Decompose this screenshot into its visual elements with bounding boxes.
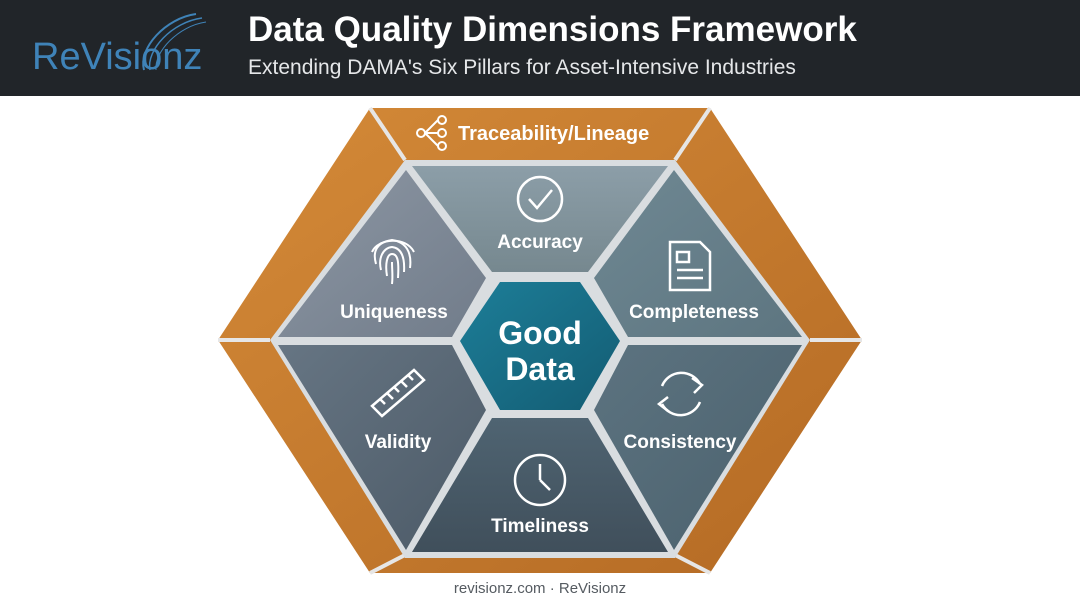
page-title: Data Quality Dimensions Framework [248, 10, 857, 49]
hexagon-diagram: Traceability/Lineage Accuracy Completene… [218, 106, 862, 575]
segment-validity[interactable] [278, 345, 486, 550]
segment-accuracy[interactable] [412, 166, 668, 272]
footer-text: revisionz.com · ReVisionz [453, 580, 627, 597]
check-circle-icon [516, 175, 564, 223]
band-separators [218, 106, 862, 575]
clock-icon [513, 453, 567, 507]
header-bar: ReVisionz Data Quality Dimensions Framew… [0, 0, 1080, 96]
segment-label: Uniqueness [340, 302, 448, 323]
segment-timeliness[interactable] [412, 418, 668, 552]
center-label-line2: Data [505, 351, 575, 387]
segment-completeness[interactable] [594, 170, 802, 337]
page-subtitle: Extending DAMA's Six Pillars for Asset-I… [248, 56, 796, 79]
outer-band-label: Traceability/Lineage [458, 123, 649, 145]
lineage-icon [416, 115, 447, 151]
segment-label: Completeness [629, 302, 759, 323]
segment-consistency[interactable] [594, 345, 802, 550]
logo-swoosh-icon [142, 13, 207, 71]
document-icon [668, 240, 712, 292]
segment-label: Validity [365, 432, 432, 453]
segment-label: Timeliness [491, 516, 589, 537]
refresh-icon [656, 371, 704, 417]
center-label-line1: Good [498, 315, 582, 351]
segment-label: Accuracy [497, 232, 583, 253]
segment-label: Consistency [624, 432, 737, 453]
fingerprint-icon [371, 238, 415, 285]
logo-text: ReVisionz [32, 36, 203, 78]
ruler-icon [370, 368, 426, 418]
